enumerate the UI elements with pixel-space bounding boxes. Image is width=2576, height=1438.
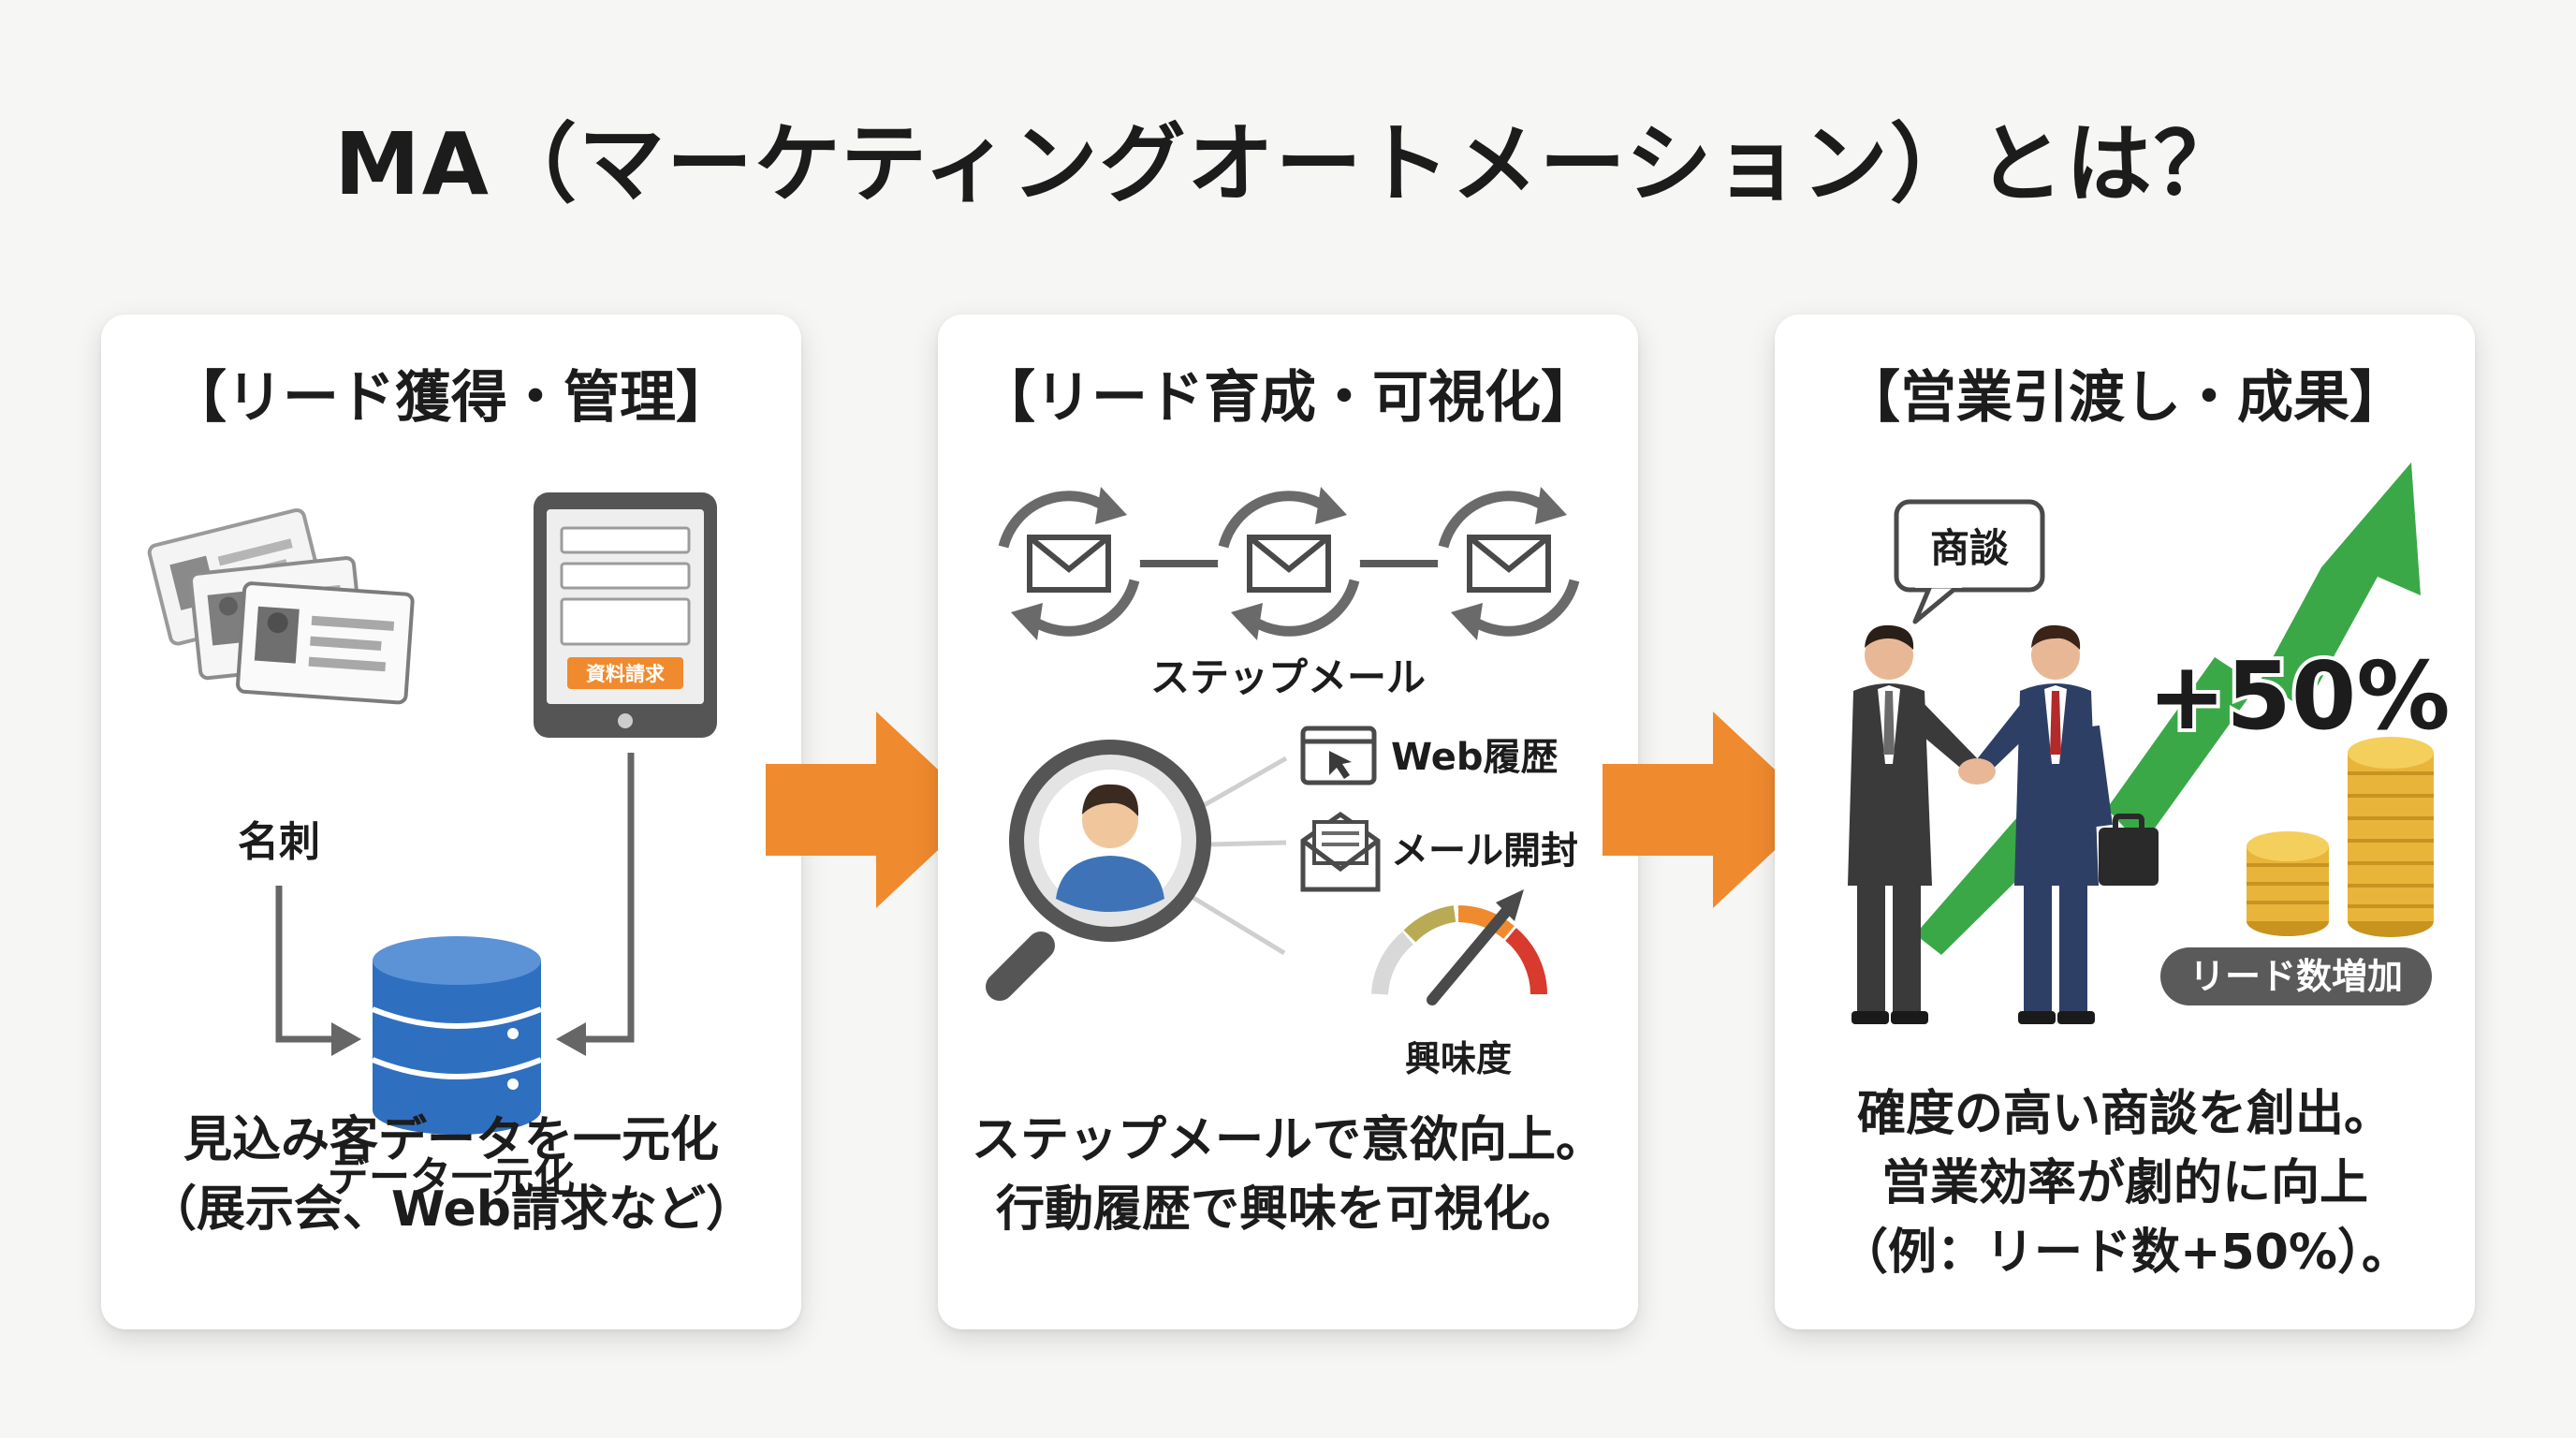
description-line: 確度の高い商談を創出。 <box>1856 1086 2393 1142</box>
step-title: 【リード獲得・管理】 <box>170 365 732 431</box>
step-title: 【リード育成・可視化】 <box>979 365 1597 431</box>
envelope-cycle-icon <box>998 487 1140 640</box>
open-envelope-icon <box>1300 811 1381 892</box>
form-request-label: 資料請求 <box>586 663 665 685</box>
gauge-icon <box>1371 889 1547 1005</box>
speech-bubble-icon <box>1894 499 2045 624</box>
step-card-lead-acquisition: 【リード獲得・管理】 <box>101 315 801 1329</box>
step-description: 確度の高い商談を創出。 営業効率が劇的に向上 （例：リード数+50%）。 <box>1775 1080 2475 1287</box>
step-card-lead-nurturing: 【リード育成・可視化】 <box>938 315 1638 1329</box>
lead-nurturing-illustration: ステップメール Web履歴 <box>986 487 1580 1079</box>
arrow-left-icon <box>556 1022 586 1056</box>
step-description: ステップメールで意欲向上。 行動履歴で興味を可視化。 <box>938 1107 1638 1245</box>
browser-window-icon <box>1300 726 1377 785</box>
page-title: MA（マーケティングオートメーション）とは？ <box>334 114 2242 214</box>
lead-increase-badge <box>2160 947 2432 1005</box>
step-mail-label: ステップメール <box>1150 654 1426 700</box>
flow-arrow-icon <box>766 712 981 908</box>
growth-value-label: +50% <box>2147 641 2450 751</box>
tracking-lines <box>1187 756 1288 956</box>
database-icon <box>371 936 543 1135</box>
envelope-cycle-icon <box>1218 487 1360 640</box>
coin-stack-icon <box>2247 737 2434 937</box>
web-history-label: Web履歴 <box>1391 736 1558 779</box>
step-card-sales-handoff: 【営業引渡し・成果】 商談 <box>1775 315 2475 1329</box>
form-request-button <box>567 657 683 689</box>
merge-arrows <box>275 753 635 1043</box>
description-line: ステップメールで意欲向上。 <box>971 1112 1604 1168</box>
lead-increase-label: リード数増加 <box>2189 956 2403 997</box>
step-mail-icons <box>998 487 1580 640</box>
interest-label: 興味度 <box>1405 1038 1512 1079</box>
database-label: データ一元化 <box>328 1153 575 1201</box>
description-line: 行動履歴で興味を可視化。 <box>995 1181 1580 1238</box>
envelope-cycle-icon <box>1438 487 1580 640</box>
description-line: （展示会、Web請求など） <box>148 1181 754 1238</box>
mail-open-label: メール開封 <box>1391 829 1578 873</box>
description-line: 営業効率が劇的に向上 <box>1881 1154 2368 1211</box>
arrow-right-icon <box>331 1022 361 1056</box>
description-line: 見込み客データを一元化 <box>183 1112 719 1168</box>
business-card-label: 名刺 <box>238 818 320 866</box>
lead-acquisition-illustration: 名刺 資料請求 <box>147 492 717 1201</box>
step-description: 見込み客データを一元化 （展示会、Web請求など） <box>101 1107 801 1245</box>
step-title: 【営業引渡し・成果】 <box>1844 365 2406 431</box>
meeting-label: 商談 <box>1930 525 2009 571</box>
handshake-icon <box>1848 624 2159 1024</box>
flow-arrow-icon <box>1603 712 1818 908</box>
sales-handoff-illustration: 商談 <box>1848 462 2454 1024</box>
tablet-form-icon <box>534 492 717 738</box>
description-line: （例：リード数+50%）。 <box>1838 1224 2411 1281</box>
business-card-icon <box>147 507 415 705</box>
magnifier-person-icon <box>986 740 1211 1001</box>
